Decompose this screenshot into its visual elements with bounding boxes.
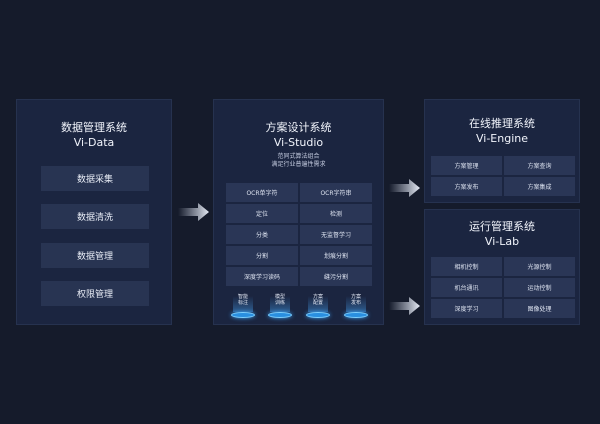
pedestal-label: 方案配置 xyxy=(312,294,323,306)
algo-ocr-char[interactable]: OCR单字符 xyxy=(226,183,298,202)
pedestal-solution-config[interactable]: 方案配置 xyxy=(306,294,330,320)
solution-design-panel: 方案设计系统 Vi-Studio 范同式算法组合 满足行业普遍性需求 OCR单字… xyxy=(213,99,384,325)
studio-panel-title: 方案设计系统 xyxy=(265,121,332,134)
pedestal-label: 智能标注 xyxy=(237,294,248,306)
pedestal-disc-icon xyxy=(306,312,330,318)
flow-arrow-icon xyxy=(389,297,420,315)
algo-classify[interactable]: 分类 xyxy=(226,225,298,244)
lab-camera-control[interactable]: 相机控制 xyxy=(431,257,502,276)
lab-deep-learning[interactable]: 深度学习 xyxy=(431,299,502,318)
lab-panel-subtitle: Vi-Lab xyxy=(484,235,520,248)
engine-solution-manage[interactable]: 方案管理 xyxy=(431,156,502,175)
pedestal-disc-icon xyxy=(231,312,255,318)
flow-arrow-icon xyxy=(178,203,209,221)
data-item-permission[interactable]: 权限管理 xyxy=(41,281,149,306)
studio-panel-subtitle: Vi-Studio xyxy=(273,136,324,149)
algo-locate[interactable]: 定位 xyxy=(226,204,298,223)
lab-image-processing[interactable]: 图像处理 xyxy=(504,299,575,318)
studio-desc-line1: 范同式算法组合 xyxy=(277,153,320,160)
algo-scratch-segment[interactable]: 划痕分割 xyxy=(300,246,372,265)
algo-detect[interactable]: 检测 xyxy=(300,204,372,223)
studio-algorithm-grid: OCR单字符 OCR字符串 定位 检测 分类 无监督学习 分割 划痕分割 深度学… xyxy=(226,183,372,286)
pedestal-solution-publish[interactable]: 方案发布 xyxy=(344,294,368,320)
lab-motion-control[interactable]: 运动控制 xyxy=(504,278,575,297)
algo-ocr-string[interactable]: OCR字符串 xyxy=(300,183,372,202)
pedestal-label: 方案发布 xyxy=(350,294,361,306)
algo-stain-segment[interactable]: 缝污分割 xyxy=(300,267,372,286)
lab-grid: 相机控制 光源控制 机台通讯 运动控制 深度学习 图像处理 xyxy=(431,257,575,318)
lab-machine-comm[interactable]: 机台通讯 xyxy=(431,278,502,297)
pedestal-glow xyxy=(270,296,290,312)
data-item-clean[interactable]: 数据清洗 xyxy=(41,204,149,229)
data-item-collect[interactable]: 数据采集 xyxy=(41,166,149,191)
pedestal-glow xyxy=(233,296,253,312)
algo-segment[interactable]: 分割 xyxy=(226,246,298,265)
lab-light-control[interactable]: 光源控制 xyxy=(504,257,575,276)
pedestal-disc-icon xyxy=(268,312,292,318)
engine-panel-title: 在线推理系统 xyxy=(469,117,535,130)
online-inference-panel: 在线推理系统 Vi-Engine 方案管理 方案查询 方案发布 方案集成 xyxy=(424,99,580,203)
data-management-panel: 数据管理系统 Vi-Data 数据采集 数据清洗 数据管理 权限管理 xyxy=(16,99,172,325)
engine-solution-publish[interactable]: 方案发布 xyxy=(431,177,502,196)
data-panel-title: 数据管理系统 xyxy=(61,121,127,134)
pedestal-glow xyxy=(346,296,366,312)
data-item-manage[interactable]: 数据管理 xyxy=(41,243,149,268)
pedestal-model-train[interactable]: 模型训练 xyxy=(268,294,292,320)
pedestal-smart-label[interactable]: 智能标注 xyxy=(231,294,255,320)
algo-unsupervised[interactable]: 无监督学习 xyxy=(300,225,372,244)
runtime-management-panel: 运行管理系统 Vi-Lab 相机控制 光源控制 机台通讯 运动控制 深度学习 图… xyxy=(424,209,580,325)
engine-panel-subtitle: Vi-Engine xyxy=(475,132,528,145)
studio-desc-line2: 满足行业普遍性需求 xyxy=(271,161,326,168)
algo-dl-code-read[interactable]: 深度学习读码 xyxy=(226,267,298,286)
data-panel-subtitle: Vi-Data xyxy=(73,136,115,149)
pedestal-disc-icon xyxy=(344,312,368,318)
engine-solution-query[interactable]: 方案查询 xyxy=(504,156,575,175)
pedestal-glow xyxy=(308,296,328,312)
lab-panel-title: 运行管理系统 xyxy=(469,220,535,233)
flow-arrow-icon xyxy=(389,179,420,197)
engine-grid: 方案管理 方案查询 方案发布 方案集成 xyxy=(431,156,575,196)
pedestal-label: 模型训练 xyxy=(274,294,285,306)
engine-solution-integrate[interactable]: 方案集成 xyxy=(504,177,575,196)
